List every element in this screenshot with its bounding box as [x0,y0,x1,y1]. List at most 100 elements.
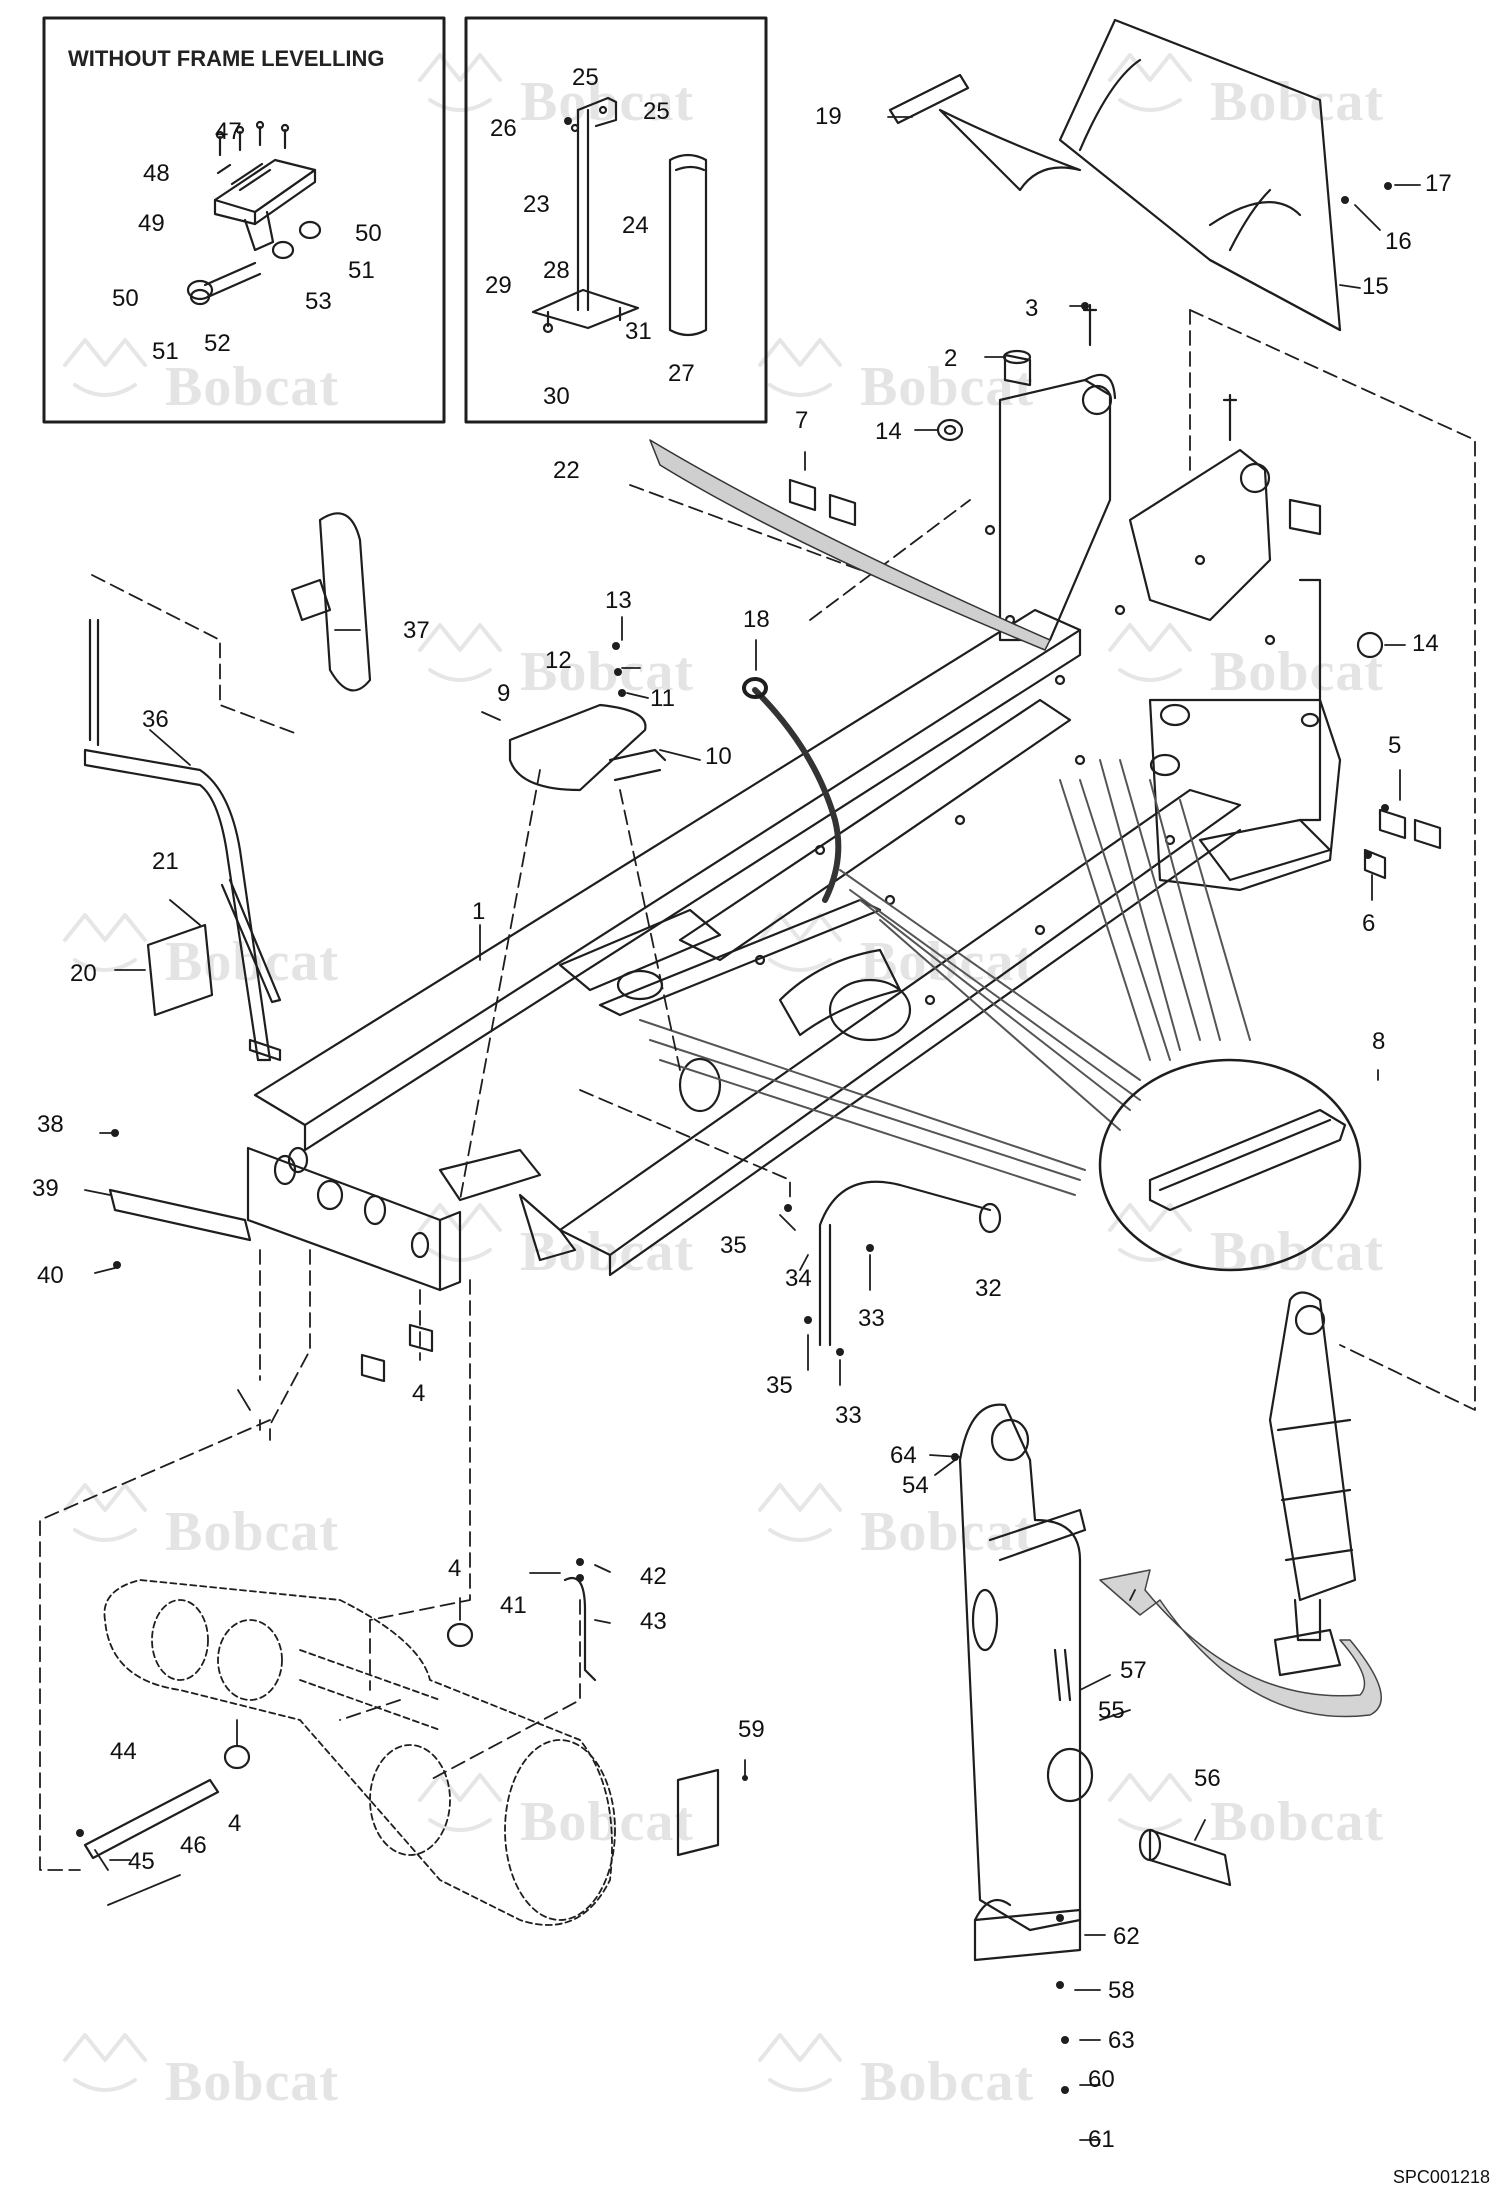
seal-profile [1148,1108,1347,1212]
callout-4c: 4 [228,1810,242,1837]
watermark-text: Bobcat [520,1221,694,1283]
callout-14b: 14 [1412,630,1439,657]
grease-fitting-upper-right [1222,393,1238,442]
watermark-text: Bobcat [520,641,694,703]
inset-right-parts [531,96,708,337]
callout-50b: 50 [112,285,139,312]
shaded-leader-arrow [649,439,1051,651]
callout-13: 13 [605,587,632,614]
callout-46: 46 [180,1832,207,1859]
callout-61: 61 [1088,2126,1115,2153]
callout-56: 56 [1194,1765,1221,1792]
watermark-text: Bobcat [1210,71,1384,133]
callout-47: 47 [215,118,242,145]
callout-12: 12 [545,647,572,674]
cylinder-assembly [1268,1291,1357,1677]
callout-37: 37 [403,617,430,644]
callout-27: 27 [668,360,695,387]
callout-22: 22 [553,457,580,484]
bracket-part-41 [563,1577,597,1682]
callout-33a: 33 [858,1305,885,1332]
callout-26: 26 [490,115,517,142]
callout-25a: 25 [572,64,599,91]
callout-20: 20 [70,960,97,987]
watermark-text: Bobcat [520,1791,694,1853]
callout-31: 31 [625,318,652,345]
tower-assembly [958,1403,1094,1962]
axle-assembly [103,1579,616,1926]
callout-1: 1 [472,898,486,925]
callout-17: 17 [1425,170,1452,197]
callout-8: 8 [1372,1028,1386,1055]
main-frame [246,373,1342,1292]
cover-part-9 [508,703,647,792]
watermark-text: Bobcat [1210,1791,1384,1853]
callout-51b: 51 [152,338,179,365]
callout-19: 19 [815,103,842,130]
callout-23: 23 [523,191,550,218]
cover-part-37 [290,512,372,692]
callout-9: 9 [497,680,511,707]
callout-49: 49 [138,210,165,237]
callout-leaders [84,116,1421,2141]
callout-64: 64 [890,1442,917,1469]
callout-35a: 35 [720,1232,747,1259]
callout-21: 21 [152,848,179,875]
pin-part-19 [888,73,1082,192]
pedal-part-39 [108,1188,252,1242]
plate-part-20 [146,923,214,1017]
callout-43: 43 [640,1608,667,1635]
callout-29: 29 [485,272,512,299]
callout-25b: 25 [643,98,670,125]
guard-part-15 [1058,18,1342,332]
callout-30: 30 [543,383,570,410]
callout-59: 59 [738,1716,765,1743]
drawing-code: SPC001218 [1392,2167,1490,2187]
callout-28: 28 [543,257,570,284]
callout-57: 57 [1120,1657,1147,1684]
callout-51a: 51 [348,257,375,284]
watermark-text: Bobcat [860,1501,1034,1563]
watermark-text: Bobcat [1210,641,1384,703]
curved-arrow [1099,1569,1382,1718]
callout-60: 60 [1088,2066,1115,2093]
pin-part-56 [1148,1828,1232,1887]
callout-53: 53 [305,288,332,315]
plate-part-59 [676,1768,720,1857]
seal-strip-hatch [639,759,1251,1196]
callout-2: 2 [944,345,958,372]
callout-48: 48 [143,160,170,187]
callout-42: 42 [640,1563,667,1590]
bushing-part-4-left [223,1744,251,1770]
pedal-part-36 [83,618,282,1062]
callout-63: 63 [1108,2027,1135,2054]
callout-62: 62 [1113,1923,1140,1950]
hose-part-18 [752,687,842,903]
callout-3: 3 [1025,295,1039,322]
inset-title: WITHOUT FRAME LEVELLING [68,46,385,71]
watermark-text: Bobcat [165,356,339,418]
callout-52: 52 [204,330,231,357]
callout-44: 44 [110,1738,137,1765]
callout-15: 15 [1362,273,1389,300]
callout-50a: 50 [355,220,382,247]
watermark-text: Bobcat [860,2051,1034,2113]
watermark-logo-group [63,53,1192,2092]
callout-35b: 35 [766,1372,793,1399]
callout-6: 6 [1362,910,1376,937]
inset-frame-left [42,16,446,424]
callout-7: 7 [795,407,809,434]
callout-11: 11 [650,685,675,712]
callout-36: 36 [142,706,169,733]
callout-55: 55 [1098,1697,1125,1724]
callout-41: 41 [500,1592,527,1619]
watermark-text: Bobcat [1210,1221,1384,1283]
callout-34: 34 [785,1265,812,1292]
dashed-leaders [39,309,1476,1871]
inset-left-parts [186,120,322,306]
callout-45: 45 [128,1848,155,1875]
rod-part-32 [818,1180,992,1347]
watermark-text: Bobcat [165,931,339,993]
